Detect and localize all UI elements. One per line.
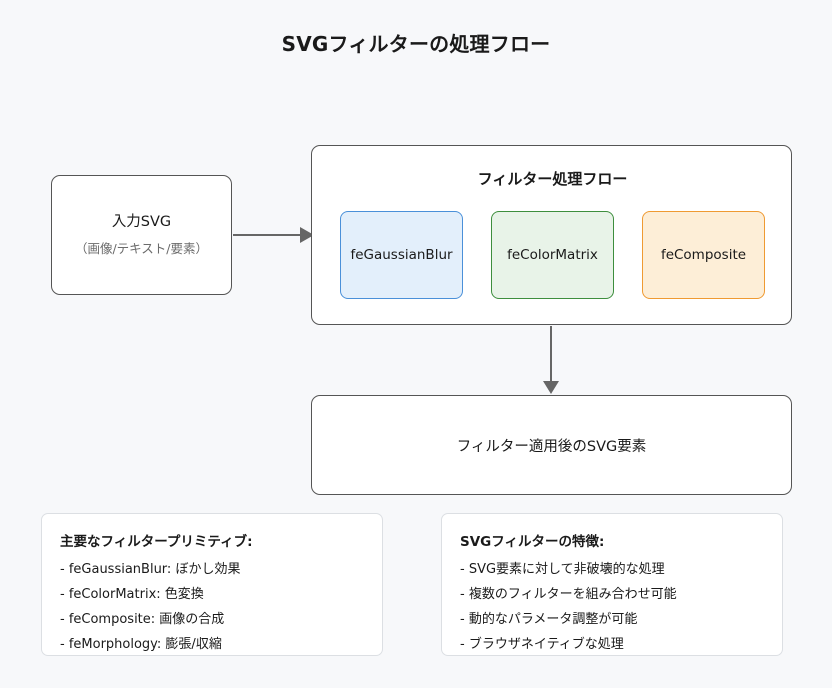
legend-primitives-item: - feColorMatrix: 色変換 [60,587,204,602]
legend-primitives-panel: 主要なフィルタープリミティブ: - feGaussianBlur: ぼかし効果 … [41,513,383,656]
legend-features-item: - ブラウザネイティブな処理 [460,637,624,652]
legend-features-heading: SVGフィルターの特徴: [460,534,605,550]
legend-primitives-item: - feComposite: 画像の合成 [60,612,225,627]
filter-primitive-row: feGaussianBlur feColorMatrix feComposite [312,211,793,299]
filter-primitive-colormatrix-label: feColorMatrix [507,247,598,263]
filter-process-title: フィルター処理フロー [477,170,628,188]
legend-primitives-heading: 主要なフィルタープリミティブ: [60,534,253,550]
filter-primitive-colormatrix[interactable]: feColorMatrix [491,211,614,299]
input-svg-node[interactable]: 入力SVG （画像/テキスト/要素） [51,175,232,295]
arrow-input-to-filter [233,227,314,243]
arrow-filter-to-output [543,326,559,394]
filter-primitive-gaussianblur-label: feGaussianBlur [350,247,453,263]
legend-primitives-item: - feMorphology: 膨張/収縮 [60,637,222,652]
legend-features-item: - SVG要素に対して非破壊的な処理 [460,562,665,577]
filter-primitive-composite-label: feComposite [660,247,747,263]
filter-primitive-composite[interactable]: feComposite [642,211,765,299]
output-svg-label: フィルター適用後のSVG要素 [456,438,647,455]
legend-features-item: - 複数のフィルターを組み合わせ可能 [460,587,677,602]
legend-primitives-item: - feGaussianBlur: ぼかし効果 [60,562,241,577]
filter-process-container[interactable]: フィルター処理フロー feGaussianBlur feColorMatrix … [311,145,792,325]
legend-features-item: - 動的なパラメータ調整が可能 [460,612,638,627]
page-title: SVGフィルターの処理フロー [281,32,551,56]
filter-primitive-gaussianblur[interactable]: feGaussianBlur [340,211,463,299]
input-svg-title: 入力SVG [111,213,172,230]
output-svg-node[interactable]: フィルター適用後のSVG要素 [311,395,792,495]
legend-features-panel: SVGフィルターの特徴: - SVG要素に対して非破壊的な処理 - 複数のフィル… [441,513,783,656]
input-svg-subtitle: （画像/テキスト/要素） [74,240,209,256]
